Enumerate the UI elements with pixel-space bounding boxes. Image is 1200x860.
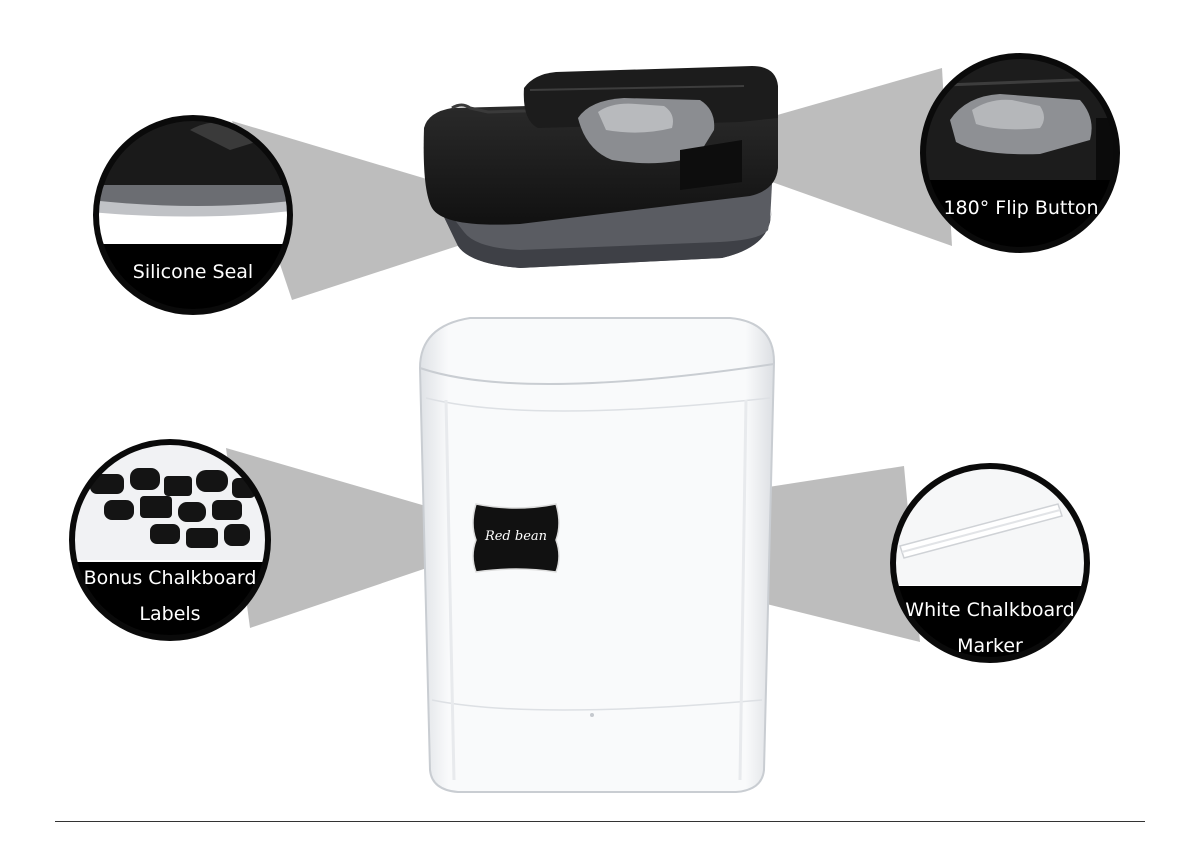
callout-silicone-seal [93, 115, 293, 315]
caption-marker-line1: White Chalkboard [905, 599, 1075, 621]
clear-jar [418, 317, 776, 793]
jar-label-text: Red bean [484, 529, 548, 544]
caption-flip-button: 180° Flip Button [943, 197, 1099, 219]
callout-flip-button [920, 53, 1120, 253]
caption-silicone-seal: Silicone Seal [132, 261, 254, 283]
jar-lid [423, 66, 778, 268]
beam-labels [226, 448, 474, 628]
beam-silicone-seal [232, 121, 482, 300]
beam-flip-button [760, 68, 952, 246]
caption-labels-line1: Bonus Chalkboard [83, 567, 257, 589]
jar-chalkboard-label [472, 503, 560, 573]
caption-labels-line2: Labels [139, 603, 201, 625]
divider-line [55, 821, 1145, 822]
caption-marker-line2: Marker [957, 635, 1023, 657]
